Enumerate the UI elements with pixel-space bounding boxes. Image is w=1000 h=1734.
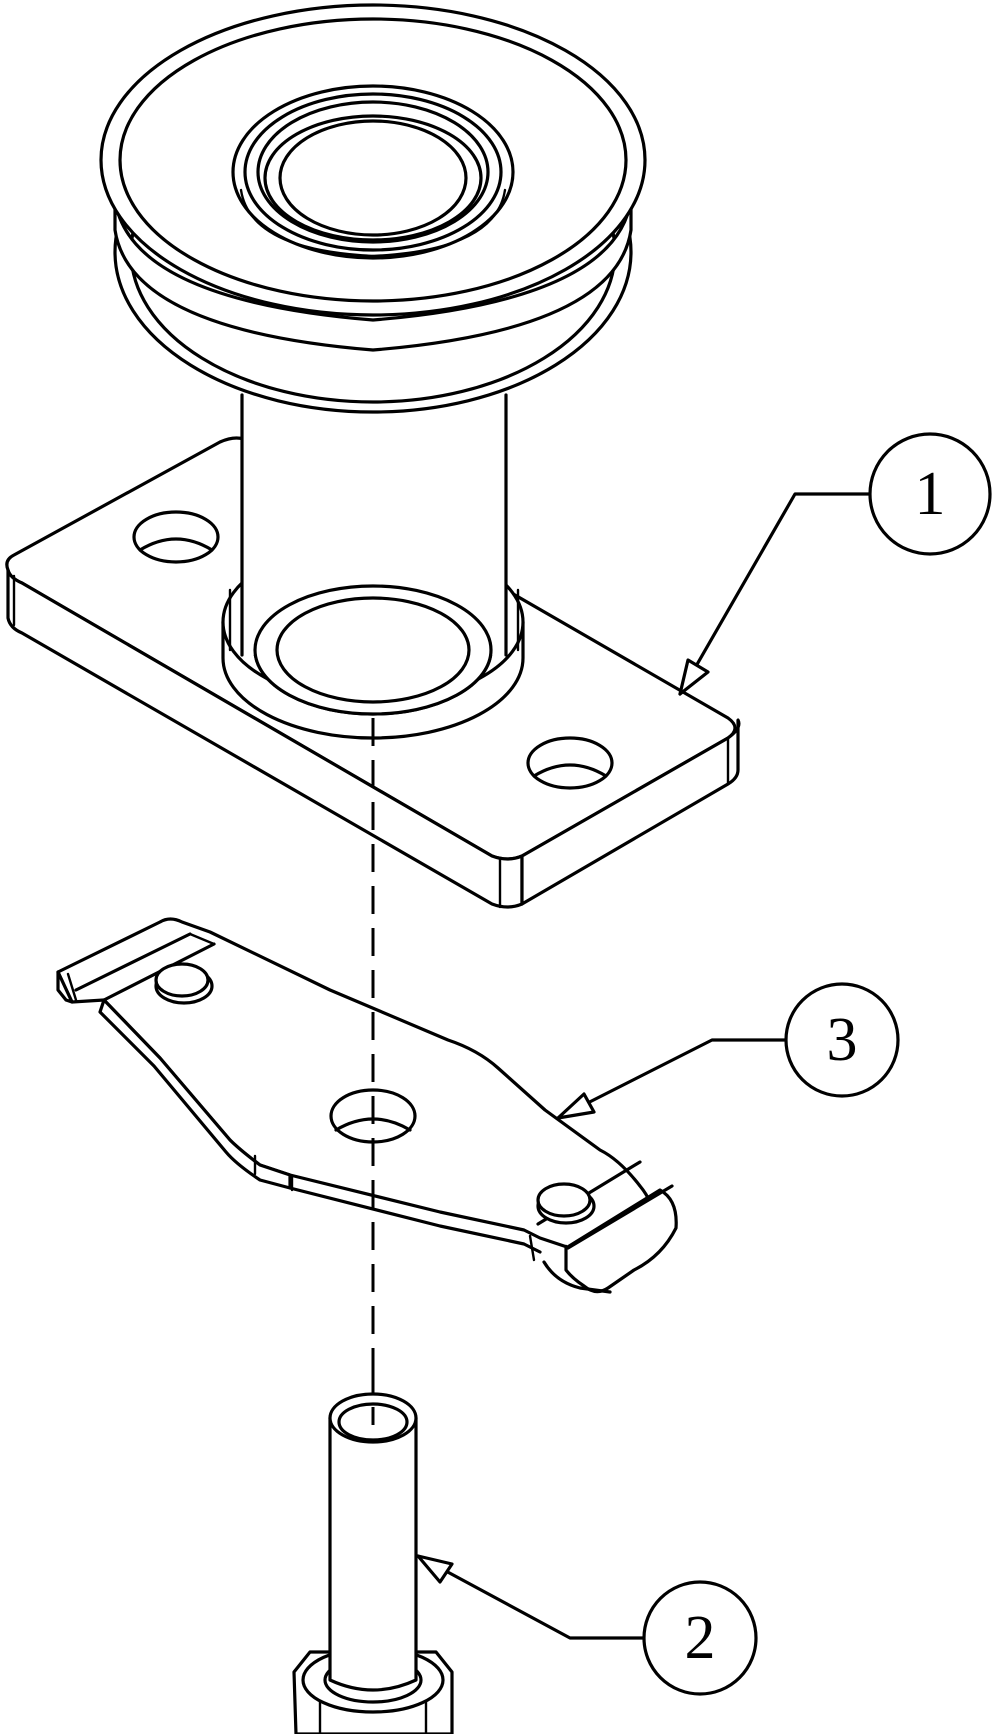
mounting-hole-right [526,736,614,790]
callout-3-label: 3 [827,1006,858,1074]
callout-1: 1 [678,432,992,696]
callout-2: 2 [416,1554,758,1696]
callout-2-label: 2 [685,1604,716,1672]
callout-3-arrowhead [556,1092,596,1120]
blade-rivet-left [154,962,214,1005]
blade [56,917,678,1294]
mounting-hole-left [132,510,220,564]
hub-shaft [228,380,520,716]
callout-3: 3 [556,982,900,1120]
pulley-wheel [99,3,647,414]
blade-rivet-right [536,1182,596,1225]
callout-1-label: 1 [915,460,946,528]
pulley-assembly [5,3,741,909]
callout-1-arrowhead [678,658,710,696]
callout-2-arrowhead [416,1554,454,1584]
